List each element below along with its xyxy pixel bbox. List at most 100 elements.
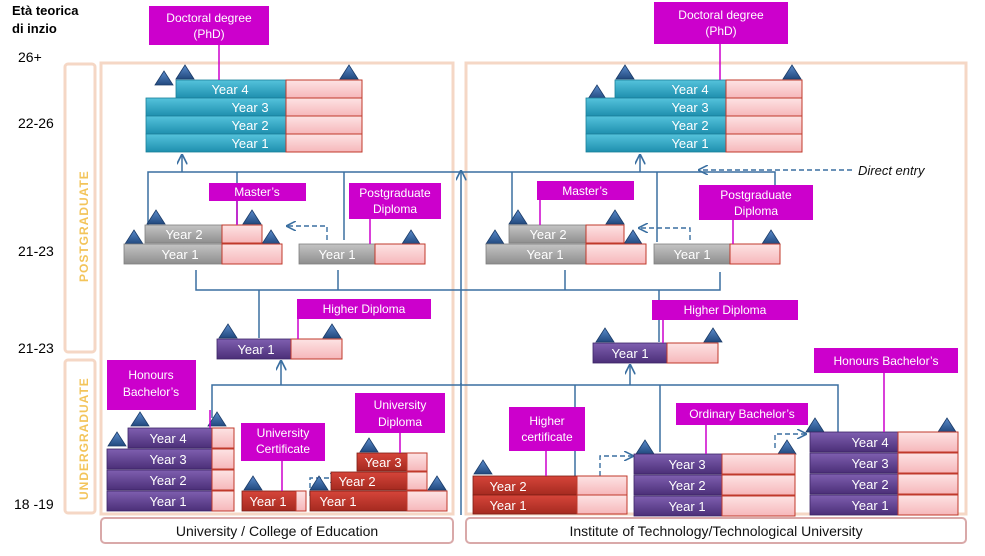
year-1-label: Year 1 <box>237 342 274 357</box>
svg-text:certificate: certificate <box>521 430 573 444</box>
year-4-label: Year 4 <box>671 82 708 97</box>
svg-text:(PhD): (PhD) <box>705 24 736 38</box>
honours-bachelors-stack-left: Year 4 Year 3 Year 2 Year 1 <box>106 427 235 512</box>
svg-text:Master’s: Master’s <box>234 185 280 199</box>
triangle-marker <box>508 209 528 225</box>
age-label-21-23-higher-diploma: 21-23 <box>18 340 54 356</box>
year-1-label: Year 1 <box>673 247 710 262</box>
dashed-arrows <box>288 170 852 496</box>
triangle-marker <box>703 327 723 343</box>
svg-text:Honours Bachelor’s: Honours Bachelor’s <box>834 354 939 368</box>
institute-label-box <box>465 517 967 544</box>
postgrad-diploma-box-left: Postgraduate Diploma <box>349 183 441 219</box>
svg-text:Diploma: Diploma <box>373 202 417 216</box>
svg-text:Diploma: Diploma <box>378 415 422 429</box>
svg-text:Honours: Honours <box>128 368 173 382</box>
triangle-marker <box>359 437 379 453</box>
triangle-marker <box>635 439 655 455</box>
year-2-label: Year 2 <box>338 474 375 489</box>
year-1-label: Year 1 <box>526 247 563 262</box>
triangle-marker <box>587 84 607 100</box>
triangle-marker <box>761 229 781 245</box>
higher-diploma-box-left: Higher Diploma <box>297 299 431 319</box>
svg-text:Bachelor’s: Bachelor’s <box>123 385 179 399</box>
triangle-marker <box>124 229 144 245</box>
triangle-marker <box>605 209 625 225</box>
triangle-marker <box>322 323 342 339</box>
svg-text:Higher Diploma: Higher Diploma <box>684 303 767 317</box>
triangle-marker <box>485 229 505 245</box>
ordinary-bachelors-box: Ordinary Bachelor’s <box>676 403 808 425</box>
institute-label: Institute of Technology/Technological Un… <box>569 523 862 539</box>
svg-text:University: University <box>257 426 310 440</box>
year-2-label: Year 2 <box>231 118 268 133</box>
postgraduate-side-bar <box>63 62 97 354</box>
year-4-label: Year 4 <box>211 82 248 97</box>
year-1-label: Year 1 <box>489 498 526 513</box>
age-label-26plus: 26+ <box>18 49 42 65</box>
university-diploma-stack: Year 3 Year 2 Year 1 <box>309 452 448 512</box>
university-certificate-box: University Certificate <box>241 423 325 461</box>
masters-stack-left: Year 2 Year 1 <box>123 224 283 265</box>
university-certificate-stack: Year 1 <box>241 490 307 512</box>
entry-point-triangles <box>107 64 957 491</box>
triangle-marker <box>782 64 802 80</box>
svg-text:Diploma: Diploma <box>734 204 778 218</box>
year-2-label: Year 2 <box>165 227 202 242</box>
direct-entry-label: Direct entry <box>858 163 926 178</box>
year-1-label: Year 1 <box>319 494 356 509</box>
year-2-label: Year 2 <box>489 479 526 494</box>
ordinary-bachelors-stack: Year 3 Year 2 Year 1 <box>633 453 796 517</box>
masters-box-left: Master’s <box>209 183 306 201</box>
triangle-marker <box>937 417 957 433</box>
year-3-label: Year 3 <box>364 455 401 470</box>
year-1-label: Year 1 <box>318 247 355 262</box>
progression-arrows <box>147 156 839 515</box>
doctoral-box-right: Doctoral degree (PhD) <box>654 2 788 44</box>
age-header-line2: di inzio <box>12 21 57 36</box>
svg-text:Master’s: Master’s <box>562 184 608 198</box>
svg-text:Doctoral degree: Doctoral degree <box>166 11 252 25</box>
honours-bachelors-box-left: Honours Bachelor’s <box>107 360 196 410</box>
year-3-label: Year 3 <box>231 100 268 115</box>
postgrad-diploma-box-right: Postgraduate Diploma <box>699 185 813 220</box>
year-1-label: Year 1 <box>668 499 705 514</box>
age-label-21-23-postgrad: 21-23 <box>18 243 54 259</box>
higher-diploma-stack-left: Year 1 <box>216 338 343 360</box>
year-2-label: Year 2 <box>149 473 186 488</box>
svg-text:Ordinary Bachelor’s: Ordinary Bachelor’s <box>689 407 795 421</box>
year-4-label: Year 4 <box>149 431 186 446</box>
qualification-connectors <box>209 44 885 491</box>
year-1-label: Year 1 <box>149 494 186 509</box>
year-1-label: Year 1 <box>231 136 268 151</box>
higher-diploma-stack-right: Year 1 <box>592 342 719 364</box>
higher-certificate-box: Higher certificate <box>509 407 585 451</box>
year-3-label: Year 3 <box>851 456 888 471</box>
higher-certificate-stack: Year 2 Year 1 <box>472 475 628 515</box>
svg-text:Doctoral degree: Doctoral degree <box>678 8 764 22</box>
year-2-label: Year 2 <box>668 478 705 493</box>
svg-text:University: University <box>374 398 427 412</box>
year-2-label: Year 2 <box>671 118 708 133</box>
year-3-label: Year 3 <box>668 457 705 472</box>
age-header-line1: Età teorica <box>12 3 79 18</box>
svg-text:Higher: Higher <box>529 414 564 428</box>
year-2-label: Year 2 <box>529 227 566 242</box>
university-label-box <box>100 517 454 544</box>
svg-text:Postgraduate: Postgraduate <box>359 186 431 200</box>
svg-text:Higher Diploma: Higher Diploma <box>323 302 406 316</box>
svg-text:Postgraduate: Postgraduate <box>720 188 792 202</box>
phd-stack-left: Year 4 Year 3 Year 2 Year 1 <box>145 79 363 153</box>
triangle-marker <box>207 411 227 427</box>
university-frame <box>99 61 455 516</box>
phd-stack-right: Year 4 Year 3 Year 2 Year 1 <box>585 79 803 153</box>
year-1-label: Year 1 <box>671 136 708 151</box>
postgrad-diploma-stack-left: Year 1 <box>298 243 426 265</box>
triangle-marker <box>261 229 281 245</box>
age-label-22-26: 22-26 <box>18 115 54 131</box>
undergraduate-side-label: UNDERGRADUATE <box>77 377 91 500</box>
triangle-marker <box>595 327 615 343</box>
triangle-marker <box>777 439 797 455</box>
triangle-marker <box>175 64 195 80</box>
